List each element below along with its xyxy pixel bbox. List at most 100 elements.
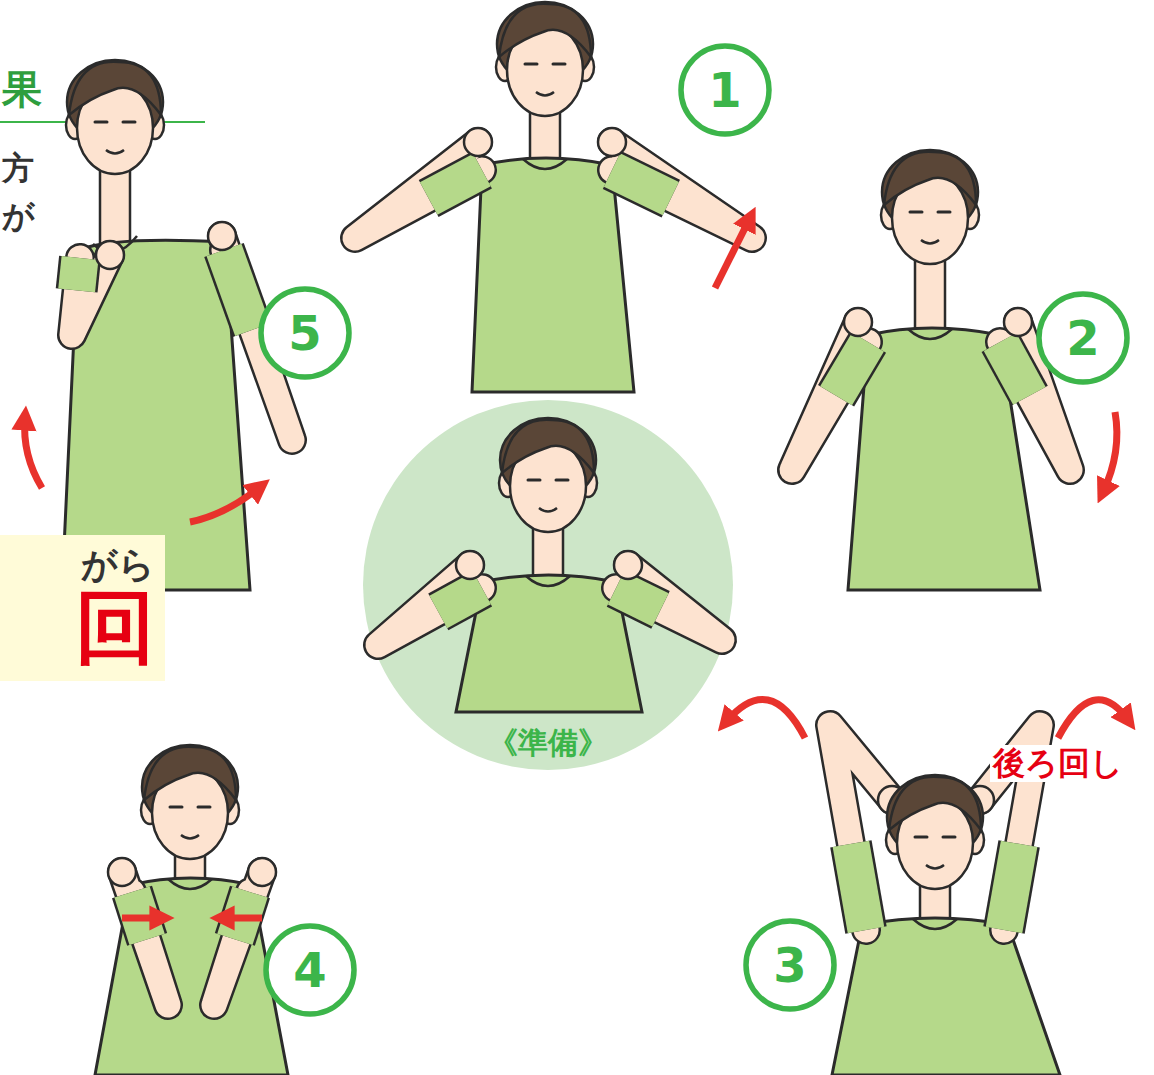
person-figure	[62, 60, 292, 590]
arm-outline	[612, 142, 752, 238]
note-text: がら	[10, 543, 155, 586]
sleeve	[836, 342, 868, 396]
eye	[123, 121, 135, 124]
hand	[208, 222, 236, 250]
hair-fringe	[144, 747, 236, 800]
hand	[844, 308, 872, 336]
arm-outline	[214, 872, 262, 1005]
arm	[612, 142, 752, 238]
note-box: がら回	[0, 535, 165, 681]
sleeve	[429, 170, 482, 199]
mouth	[926, 865, 944, 869]
callout-number: 3	[773, 941, 806, 989]
collar	[523, 159, 567, 169]
hair-fringe	[69, 62, 161, 115]
direction-label: 後ろ回し	[990, 745, 1126, 782]
note-emphasis: 回	[10, 586, 155, 670]
sleeve	[77, 258, 80, 290]
step-number-circle: 2	[1035, 290, 1131, 386]
collar	[168, 879, 212, 889]
eye	[525, 63, 537, 66]
motion-arrow	[25, 418, 42, 488]
sleeve	[224, 250, 253, 330]
step-number-circle: 1	[677, 42, 773, 138]
sleeve-outline	[438, 588, 482, 612]
eye	[556, 479, 568, 482]
sleeve-outline	[429, 170, 482, 199]
collar	[913, 919, 957, 929]
body-text-text: が	[2, 198, 35, 235]
callout-number: 1	[708, 66, 741, 114]
sleeve	[851, 844, 866, 930]
step-number-circle: 3	[742, 917, 838, 1013]
person-figure	[95, 745, 288, 1075]
hair-fringe	[889, 777, 981, 830]
figures	[62, 2, 1070, 1075]
sleeve-outline	[77, 258, 80, 290]
backdrop-circle	[363, 400, 733, 770]
hand	[614, 551, 642, 579]
eye	[553, 63, 565, 66]
circle-ring	[261, 289, 349, 377]
arm-outline	[830, 725, 892, 930]
callout-number: 2	[1066, 314, 1099, 362]
sleeve-outline	[1000, 342, 1029, 396]
shirt	[472, 158, 634, 392]
mouth	[181, 835, 199, 839]
eye	[95, 121, 107, 124]
eye	[943, 836, 955, 839]
hair-fringe	[499, 4, 591, 57]
sleeve-outline	[224, 250, 253, 330]
hand	[598, 128, 626, 156]
arm-outline	[792, 322, 868, 470]
callout-number: 5	[288, 309, 321, 357]
eye	[170, 806, 182, 809]
circle-ring	[1039, 294, 1127, 382]
eye	[938, 211, 950, 214]
mouth	[539, 508, 557, 512]
heading-underline	[0, 121, 205, 123]
arm	[792, 322, 868, 470]
arm	[355, 142, 482, 238]
collar	[526, 576, 570, 586]
hand	[108, 858, 136, 886]
sleeve-outline	[836, 342, 868, 396]
sleeve-outline	[1004, 844, 1019, 930]
eye	[528, 479, 540, 482]
direction-label-text: 後ろ回し	[993, 745, 1123, 782]
hand	[456, 551, 484, 579]
heading-text: 果	[2, 66, 42, 112]
sleeve	[1000, 342, 1029, 396]
circle-ring	[746, 921, 834, 1009]
hand	[248, 858, 276, 886]
arm-outline	[355, 142, 482, 238]
hand	[464, 128, 492, 156]
step-number-circle: 4	[262, 922, 358, 1018]
section-label: 《準備》	[488, 726, 608, 761]
hand	[1004, 308, 1032, 336]
arm-outline	[122, 872, 168, 1005]
person-figure	[792, 150, 1070, 590]
arm	[214, 872, 262, 1005]
body-text: が	[2, 198, 35, 235]
motion-arrow	[222, 915, 262, 922]
sleeve	[1004, 844, 1019, 930]
circle-ring	[266, 926, 354, 1014]
hair-fringe	[502, 420, 594, 473]
motion-arrow	[726, 699, 805, 738]
heading: 果	[2, 66, 42, 112]
eye	[910, 211, 922, 214]
motion-arrow	[190, 487, 260, 522]
arm	[830, 725, 892, 930]
hand	[96, 241, 124, 269]
eye	[915, 836, 927, 839]
sleeve-outline	[616, 588, 661, 610]
section-label-text: 《準備》	[488, 726, 608, 761]
sleeve	[616, 588, 661, 610]
hair-fringe	[884, 152, 976, 205]
motion-arrow	[715, 218, 750, 288]
sleeve-outline	[851, 844, 866, 930]
body-text: 方	[2, 150, 34, 187]
